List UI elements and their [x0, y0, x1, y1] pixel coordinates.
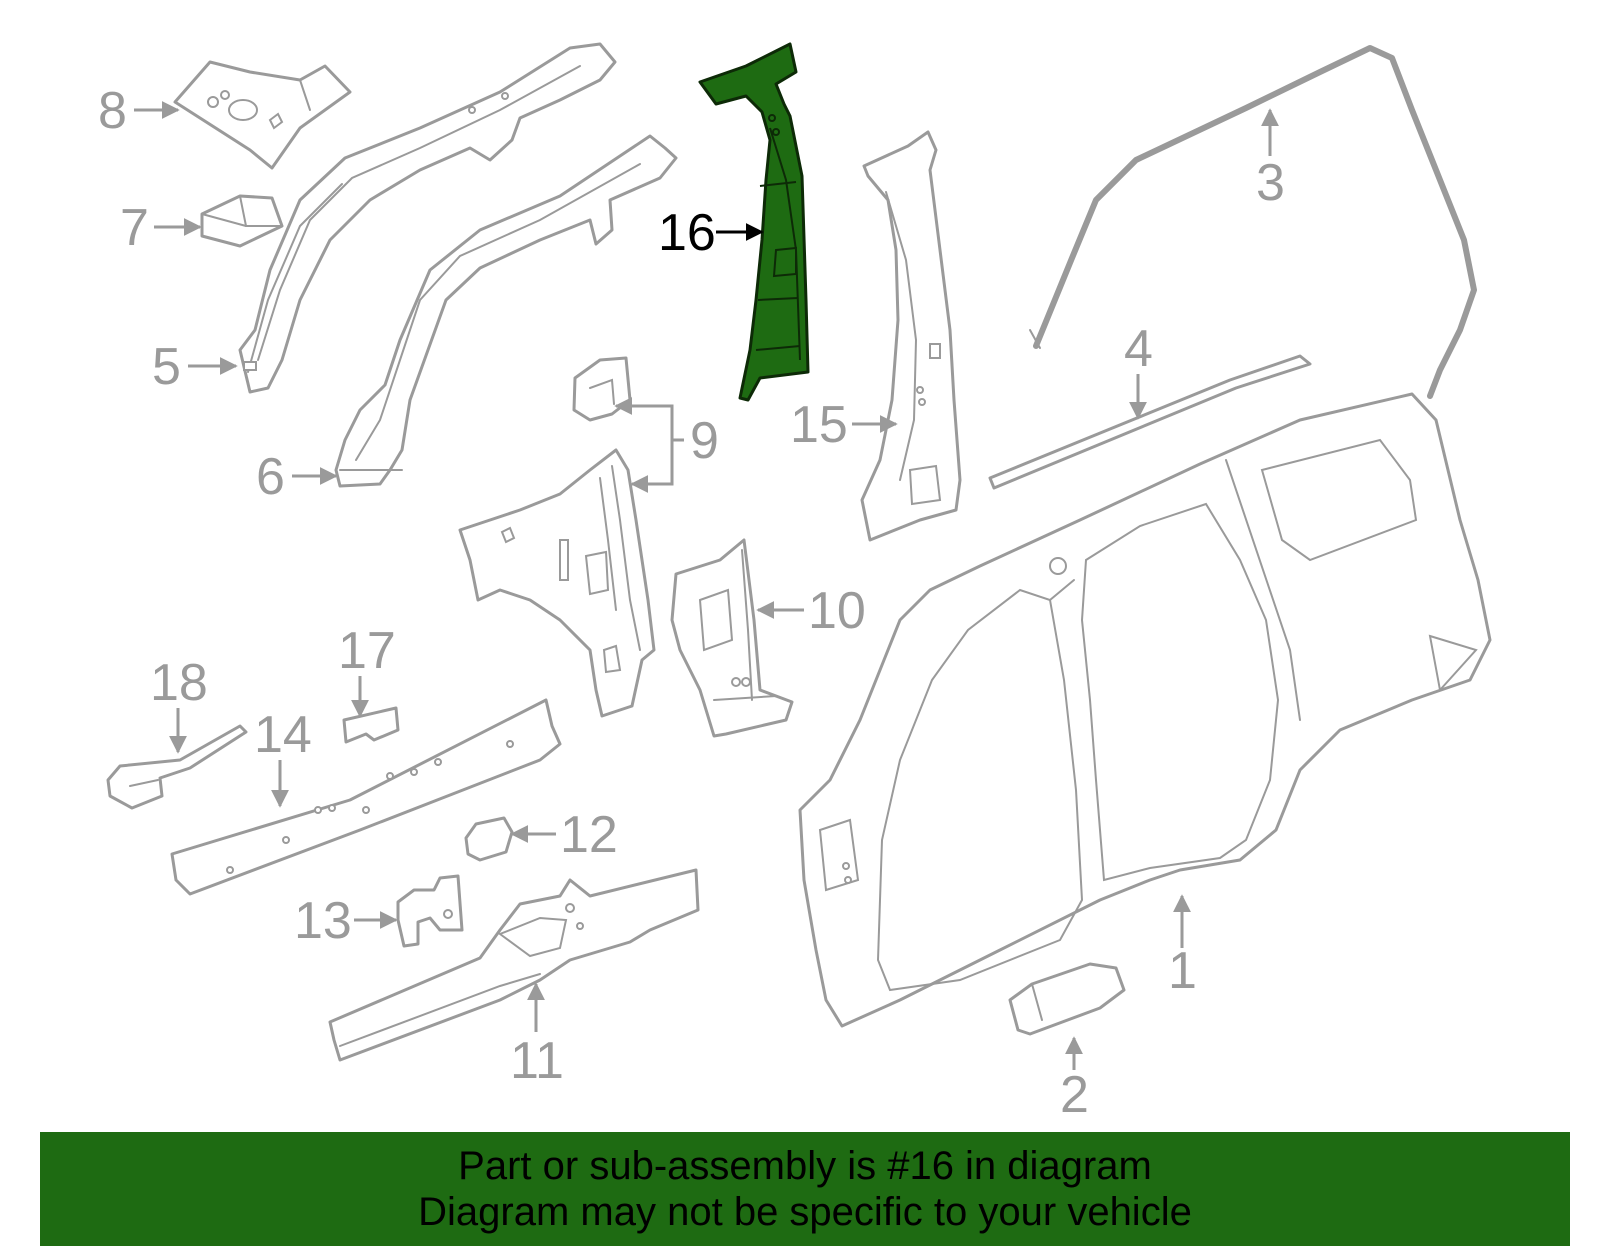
- svg-text:1: 1: [1168, 942, 1197, 1000]
- part-1: [798, 392, 1492, 1028]
- callout-16: 16: [658, 204, 764, 262]
- part-3: [1029, 45, 1477, 399]
- svg-text:9: 9: [690, 412, 719, 470]
- callout-8: 8: [98, 82, 180, 140]
- svg-text:2: 2: [1060, 1066, 1089, 1124]
- part-14: [170, 698, 562, 896]
- part-7: [200, 194, 284, 248]
- part-5: [238, 42, 617, 394]
- callout-2: 2: [1060, 1036, 1089, 1124]
- callout-6: 6: [256, 448, 338, 506]
- svg-text:15: 15: [790, 396, 848, 454]
- callout-10: 10: [756, 582, 866, 640]
- svg-text:11: 11: [510, 1032, 564, 1090]
- svg-text:8: 8: [98, 82, 127, 140]
- part-12: [464, 816, 514, 862]
- svg-text:4: 4: [1124, 320, 1153, 378]
- svg-text:18: 18: [150, 654, 208, 712]
- callout-18: 18: [150, 654, 208, 754]
- part-13: [396, 874, 464, 948]
- svg-text:16: 16: [658, 204, 716, 262]
- callout-9: 9: [614, 397, 719, 493]
- callout-13: 13: [294, 892, 398, 950]
- callout-5: 5: [152, 338, 238, 396]
- svg-text:14: 14: [254, 706, 312, 764]
- svg-text:7: 7: [120, 199, 149, 257]
- svg-text:12: 12: [560, 806, 618, 864]
- svg-text:3: 3: [1256, 154, 1285, 212]
- callout-4: 4: [1124, 320, 1153, 420]
- part-4: [988, 354, 1312, 490]
- svg-text:13: 13: [294, 892, 352, 950]
- callout-11: 11: [510, 982, 564, 1090]
- svg-text:10: 10: [808, 582, 866, 640]
- part-10: [670, 538, 794, 738]
- part-8: [173, 60, 352, 170]
- part-2: [1008, 962, 1126, 1036]
- callout-12: 12: [510, 806, 618, 864]
- part-16-highlighted: [698, 42, 810, 402]
- callout-3: 3: [1256, 108, 1285, 212]
- svg-text:17: 17: [338, 622, 396, 680]
- callout-7: 7: [120, 199, 202, 257]
- callout-14: 14: [254, 706, 312, 808]
- part-6: [334, 134, 678, 488]
- svg-text:5: 5: [152, 338, 181, 396]
- part-11: [328, 868, 700, 1062]
- callout-1: 1: [1168, 894, 1197, 1000]
- part-17: [342, 706, 400, 744]
- part-18: [106, 724, 248, 810]
- callout-15: 15: [790, 396, 898, 454]
- part-9-clip: [572, 356, 632, 422]
- callout-17: 17: [338, 622, 396, 718]
- svg-text:6: 6: [256, 448, 285, 506]
- part-15: [860, 130, 962, 542]
- footer-line-2: Diagram may not be specific to your vehi…: [418, 1190, 1192, 1234]
- footer-banner: Part or sub-assembly is #16 in diagram D…: [40, 1132, 1570, 1246]
- footer-line-1: Part or sub-assembly is #16 in diagram: [458, 1144, 1152, 1188]
- parts-diagram: 8 7 5 6 9 10 16 15 3 4 1: [98, 42, 1492, 1124]
- part-9-panel: [458, 448, 656, 718]
